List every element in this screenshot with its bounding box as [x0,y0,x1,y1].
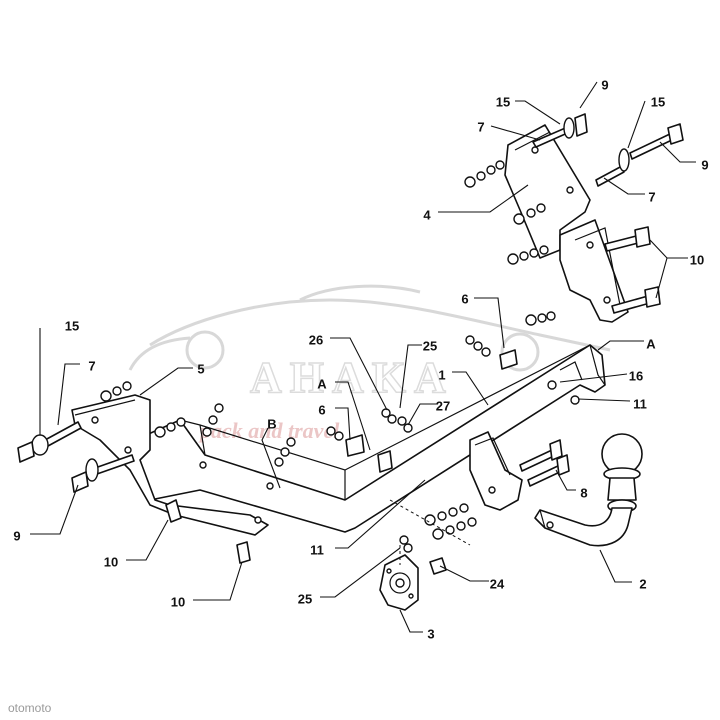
callout-label: 2 [639,576,646,591]
callout-label: 9 [701,157,708,172]
callout-label: 3 [427,626,434,641]
callout-label: 6 [461,291,468,306]
bracket-left-5 [71,394,269,536]
callout-label: 5 [197,361,204,376]
callout-label: 15 [496,94,510,109]
callout-label: A [646,336,656,351]
callout-label: A [317,376,327,391]
callout-label: 4 [423,207,431,222]
tow-ball-2 [534,433,643,547]
callout-label: 25 [298,591,312,606]
callout-label: 7 [648,189,655,204]
callout-label: 8 [580,485,587,500]
callout-label: B [267,416,276,431]
callout-label: 25 [423,338,437,353]
callout-label: 24 [490,576,505,591]
watermark-tagline: pack and travel [198,418,340,443]
callout-label: 9 [13,528,20,543]
bolts-top-right [464,113,684,326]
callout-label: 6 [318,402,325,417]
callout-label: 10 [104,554,118,569]
callout-label: 1 [438,367,445,382]
callout-label: 11 [310,542,324,557]
callout-label: 27 [436,398,450,413]
callout-label: 15 [651,94,665,109]
callout-label: 7 [477,119,484,134]
callout-label: 9 [601,77,608,92]
callout-label: 16 [629,368,643,383]
callout-label: 15 [65,318,79,333]
source-credit: otomoto [8,701,52,715]
watermark: AHAKA pack and travel [128,284,611,443]
socket-plate-3 [379,499,471,611]
callout-label: 26 [309,332,323,347]
callout-label: 7 [88,358,95,373]
main-crossbeam-1 [134,344,606,533]
callout-label: 11 [633,396,647,411]
callout-label: 10 [690,252,704,267]
plates-6 [326,335,518,473]
leader-lines [30,81,696,633]
bracket-right-4 [504,124,629,323]
hitch-bracket [424,431,570,540]
bolts-left [17,381,296,564]
watermark-brand: AHAKA [250,353,454,402]
callout-label: 10 [171,594,185,609]
